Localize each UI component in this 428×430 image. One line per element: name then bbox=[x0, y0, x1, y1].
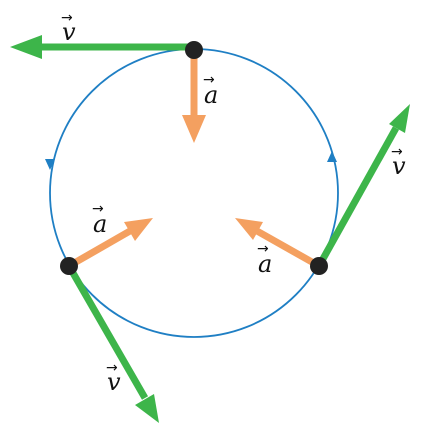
acceleration-vector-right bbox=[255, 227, 321, 270]
acceleration-arrowhead-left bbox=[124, 218, 153, 241]
acceleration-arrowhead-top bbox=[182, 115, 206, 143]
velocity-arrowhead-left bbox=[135, 394, 159, 423]
vector-arrow-a-top: → bbox=[203, 72, 215, 88]
acceleration-arrowhead-right bbox=[235, 218, 263, 240]
vector-arrow-v-bottom: → bbox=[106, 360, 118, 376]
particle-top bbox=[185, 41, 203, 59]
vector-arrow-a-right: → bbox=[257, 241, 269, 257]
velocity-arrowhead-right bbox=[389, 104, 410, 133]
path-direction-arrow-left bbox=[45, 159, 55, 170]
label-v-bottom: v bbox=[107, 368, 121, 396]
label-a-right: a bbox=[258, 250, 272, 278]
particle-right bbox=[310, 257, 328, 275]
label-v-top: v bbox=[62, 18, 76, 46]
path-direction-arrow-right bbox=[327, 151, 337, 162]
velocity-vector-right bbox=[315, 126, 400, 268]
velocity-vector-left bbox=[65, 264, 149, 400]
velocity-arrowhead-top bbox=[10, 35, 42, 59]
vector-arrow-v-right: → bbox=[391, 144, 403, 160]
vector-arrow-v-top: → bbox=[61, 10, 73, 26]
label-v-right: v bbox=[392, 152, 406, 180]
label-a-top: a bbox=[204, 81, 218, 109]
vector-arrow-a-left: → bbox=[92, 201, 104, 217]
acceleration-vector-left bbox=[67, 227, 132, 270]
label-a-left: a bbox=[93, 210, 107, 238]
particle-left bbox=[60, 257, 78, 275]
